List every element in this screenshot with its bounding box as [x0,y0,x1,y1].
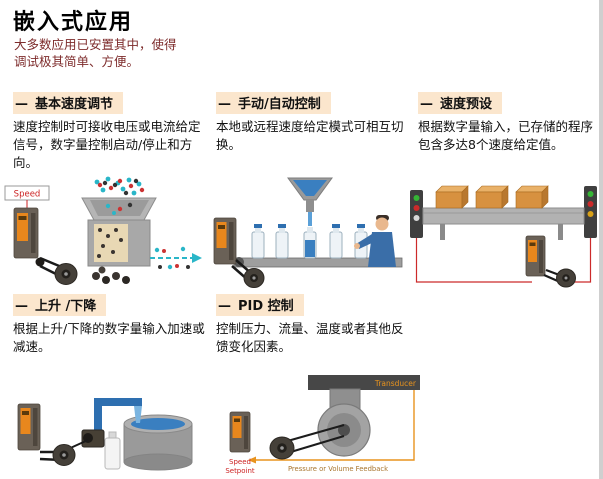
cargo-boxes [435,185,549,209]
speed-word: Speed [229,458,251,466]
output-balls [92,266,130,284]
box-conveyor [422,207,585,240]
heading-text: PID 控制 [238,299,294,314]
heading-text: 手动/自动控制 [238,97,321,112]
section-body: 控制压力、流量、温度或者其他反馈变化因素。 [216,321,404,354]
drive-icon [229,411,251,453]
motor-icon [269,436,295,460]
signal-panel-right [584,186,597,238]
mixer-illustration: Speed [2,174,204,296]
detergent-bottle [104,431,121,470]
signal-panel-left [410,190,423,238]
section-basic-speed: — 基本速度调节 速度控制时可接收电压或电流给定信号，数字量控制启动/停止和方向。 [13,92,207,172]
pid-fan-illustration: Transducer [212,372,422,479]
heading-text: 速度预设 [440,97,493,112]
section-ramp: — 上升 /下降 根据上升/下降的数字量输入加速或减速。 [13,294,207,356]
intro-line-2: 调试极其简单、方便。 [14,54,140,69]
section-body: 根据数字量输入，已存储的程序包含多达8个速度给定值。 [418,119,594,152]
hopper [81,197,157,221]
section-heading: — 基本速度调节 [13,92,124,114]
setpoint-word: Setpoint [225,467,255,475]
pump [81,429,105,448]
feedback-wire [248,390,415,464]
section-heading: — 手动/自动控制 [216,92,331,114]
section-heading: — 速度预设 [418,92,503,114]
section-heading: — PID 控制 [216,294,304,316]
heading-dash: — [420,97,433,112]
heading-dash: — [15,299,28,314]
section-body: 本地或远程速度给定模式可相互切换。 [216,119,404,152]
speed-setpoint-label: Speed Setpoint [225,458,255,475]
speed-label-text: Speed [14,190,41,200]
intro-line-1: 大多数应用已安置其中，使得 [14,37,177,52]
transducer-label: Transducer [374,379,417,388]
material-dots [94,176,145,196]
heading-dash: — [15,97,28,112]
section-body: 根据上升/下降的数字量输入加速或减速。 [13,321,205,354]
section-heading: — 上升 /下降 [13,294,107,316]
section-body: 速度控制时可接收电压或电流给定信号，数字量控制启动/停止和方向。 [13,119,201,170]
heading-dash: — [218,299,231,314]
motor-icon [54,263,78,285]
filler-funnel [287,177,333,226]
heading-text: 上升 /下降 [35,299,97,314]
motor-icon [243,268,265,288]
section-speed-preset: — 速度预设 根据数字量输入，已存储的程序包含多达8个速度给定值。 [418,92,599,154]
drive-icon [525,235,546,277]
blower-fan [317,388,371,457]
storage-tank [123,414,193,471]
bottling-illustration [206,174,408,296]
page-title: 嵌入式应用 [13,10,134,35]
drive-icon [13,207,39,259]
tank-illustration [2,376,209,479]
heading-dash: — [218,97,231,112]
speed-label: Speed [4,185,50,208]
motor-icon [556,268,576,288]
heading-text: 基本速度调节 [35,97,114,112]
section-hand-auto: — 手动/自动控制 本地或远程速度给定模式可相互切换。 [216,92,410,154]
control-wires [415,238,592,283]
bottles [251,224,368,259]
output-arrow [150,246,202,270]
fill-pipe [94,398,142,436]
drive-icon [17,403,41,451]
bottle-being-filled [303,227,317,259]
motor-icon [52,444,76,466]
mixer-body [87,219,151,267]
operator-figure [354,215,396,267]
section-pid: — PID 控制 控制压力、流量、温度或者其他反馈变化因素。 [216,294,410,356]
drive-icon [213,217,237,265]
feedback-label: Pressure or Volume Feedback [288,465,388,473]
air-duct: Transducer [308,375,420,390]
intro-text: 大多数应用已安置其中，使得 调试极其简单、方便。 [14,36,177,70]
conveyor-illustration [408,174,599,296]
